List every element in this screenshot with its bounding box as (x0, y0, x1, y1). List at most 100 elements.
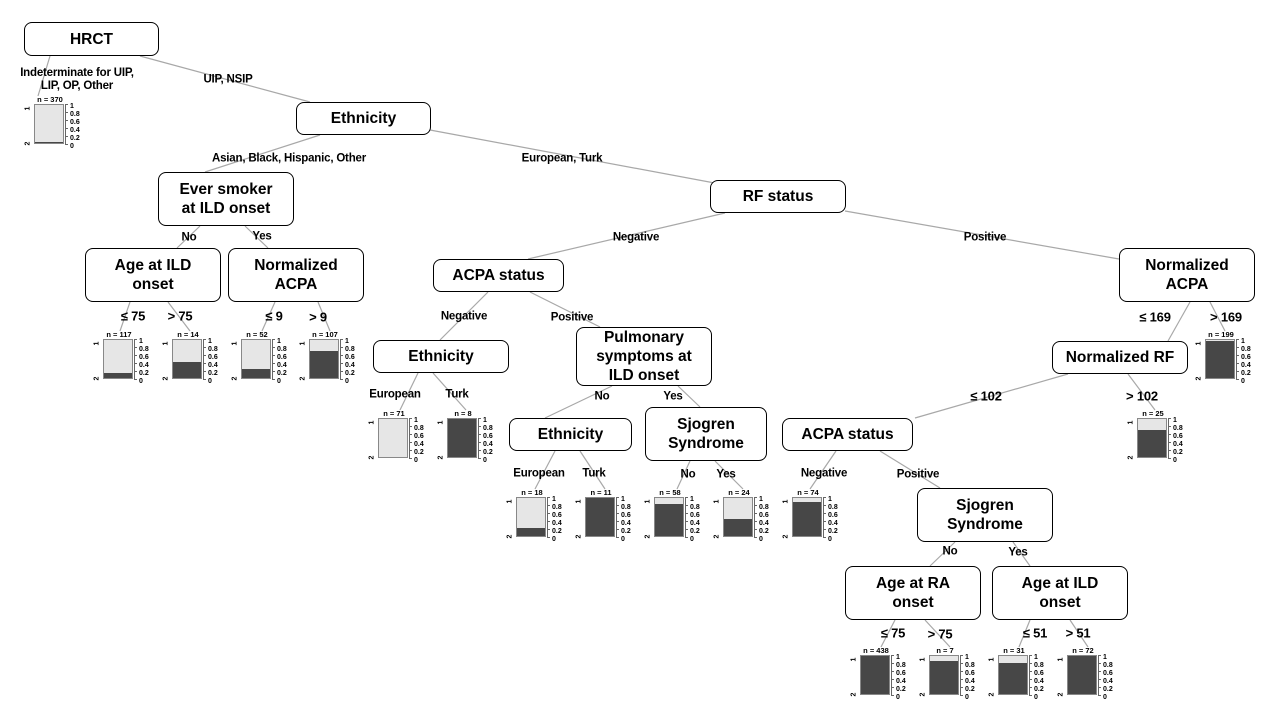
leaf-axis-tick (134, 355, 137, 356)
leaf-axis-tick (616, 497, 619, 498)
leaf-bar (1067, 655, 1097, 695)
leaf-bar (1137, 418, 1167, 458)
leaf-axis-tick-label: 0.4 (1103, 678, 1113, 685)
leaf-axis (891, 655, 892, 695)
leaf-axis (134, 339, 135, 379)
leaf-axis-tick (478, 450, 481, 451)
leaf-axis-tick-label: 0 (139, 378, 143, 385)
leaf-axis-tick-label: 0.8 (621, 504, 631, 511)
leaf-axis-tick (1098, 687, 1101, 688)
leaf-axis-tick (547, 529, 550, 530)
tree-edge (714, 460, 744, 490)
leaf-axis-tick (272, 371, 275, 372)
node-ethnicity-1[interactable]: Ethnicity (296, 102, 431, 135)
leaf-axis-tick-label: 1 (277, 338, 281, 345)
leaf-class-label: 1 (506, 499, 514, 504)
node-normalized-acpa-2[interactable]: Normalized ACPA (1119, 248, 1255, 302)
edge-label-age-ra-le: ≤ 75 (880, 625, 906, 641)
leaf-axis-tick-label: 0.8 (208, 346, 218, 353)
tree-edge (676, 460, 691, 490)
leaf-bar (516, 497, 546, 537)
leaf-axis-tick (409, 418, 412, 419)
leaf-axis-tick-label: 0.4 (345, 362, 355, 369)
tree-edge (399, 372, 419, 411)
node-age-ild-onset-2[interactable]: Age at ILD onset (992, 566, 1128, 620)
node-pulmonary-symptoms[interactable]: Pulmonary symptoms at ILD onset (576, 327, 712, 386)
node-sjogren-syndrome-2[interactable]: Sjogren Syndrome (917, 488, 1053, 542)
leaf-count: n = 11 (590, 488, 612, 497)
leaf-axis-tick-label: 0 (965, 694, 969, 701)
leaf-count: n = 8 (454, 409, 472, 418)
node-rf-status[interactable]: RF status (710, 180, 846, 213)
leaf-axis-tick (65, 120, 68, 121)
leaf-axis-tick (616, 521, 619, 522)
leaf-bar (447, 418, 477, 458)
node-acpa-status-2[interactable]: ACPA status (782, 418, 913, 451)
leaf-bar (792, 497, 822, 537)
leaf-axis-tick (272, 355, 275, 356)
leaf-axis-tick (1098, 663, 1101, 664)
leaf-axis-tick (203, 363, 206, 364)
edge-label-pulm-no: No (594, 390, 610, 403)
leaf-axis (1168, 418, 1169, 458)
leaf-class-label: 2 (24, 141, 32, 146)
edge-label-rf-negative: Negative (612, 231, 660, 244)
leaf-axis-tick (823, 521, 826, 522)
leaf-axis-tick (478, 458, 481, 459)
leaf-axis-tick (891, 679, 894, 680)
edge-label-ethnicity1-european: European, Turk (521, 152, 603, 165)
node-age-ild-onset-1[interactable]: Age at ILD onset (85, 248, 221, 302)
leaf-count: n = 74 (797, 488, 819, 497)
leaf-axis-tick-label: 0.4 (621, 520, 631, 527)
leaf-axis-tick-label: 1 (896, 654, 900, 661)
leaf-axis-tick (272, 347, 275, 348)
leaf-count: n = 31 (1003, 646, 1025, 655)
node-ever-smoker[interactable]: Ever smoker at ILD onset (158, 172, 294, 226)
edge-label-ethnicity3-turk: Turk (582, 467, 606, 480)
leaf-axis-tick (1098, 671, 1101, 672)
leaf-axis-tick (409, 450, 412, 451)
leaf-axis-tick (891, 655, 894, 656)
leaf-axis-tick (685, 513, 688, 514)
leaf-axis-tick-label: 0 (414, 457, 418, 464)
leaf-bar-class2 (724, 518, 752, 536)
leaf-axis-tick-label: 0 (70, 143, 74, 150)
edge-label-hrct-uip-nsip: UIP, NSIP (203, 73, 253, 86)
leaf-axis-tick (203, 379, 206, 380)
leaf-bar (723, 497, 753, 537)
tree-edge (429, 129, 721, 185)
leaf-axis (823, 497, 824, 537)
leaf-axis-tick-label: 0.6 (552, 512, 562, 519)
edge-label-sjogren1-no: No (680, 468, 696, 481)
edge-label-age-ild2-gt: > 51 (1065, 625, 1091, 641)
node-age-ra-onset[interactable]: Age at RA onset (845, 566, 981, 620)
leaf-axis-tick-label: 0.4 (1241, 362, 1251, 369)
leaf-axis-tick (685, 529, 688, 530)
leaf-axis-tick (616, 537, 619, 538)
leaf-axis-tick-label: 1 (483, 417, 487, 424)
leaf-axis-tick-label: 0.4 (552, 520, 562, 527)
edge-label-ethnicity1-asian: Asian, Black, Hispanic, Other (212, 152, 366, 165)
node-normalized-rf[interactable]: Normalized RF (1052, 341, 1188, 374)
node-sjogren-syndrome-1[interactable]: Sjogren Syndrome (645, 407, 767, 461)
leaf-axis-tick-label: 0.6 (208, 354, 218, 361)
node-ethnicity-3[interactable]: Ethnicity (509, 418, 632, 451)
node-ethnicity-2[interactable]: Ethnicity (373, 340, 509, 373)
node-acpa-status-1[interactable]: ACPA status (433, 259, 564, 292)
leaf-axis-tick-label: 0.6 (345, 354, 355, 361)
leaf-axis-tick (616, 505, 619, 506)
leaf-axis-tick (1029, 663, 1032, 664)
node-normalized-acpa-1[interactable]: Normalized ACPA (228, 248, 364, 302)
leaf-bar (654, 497, 684, 537)
leaf-axis-tick-label: 0 (1103, 694, 1107, 701)
node-hrct[interactable]: HRCT (24, 22, 159, 56)
leaf-bar-class2 (793, 502, 821, 536)
leaf-axis-tick-label: 0.2 (552, 528, 562, 535)
leaf-axis-tick-label: 0 (759, 536, 763, 543)
leaf-axis-tick (960, 679, 963, 680)
